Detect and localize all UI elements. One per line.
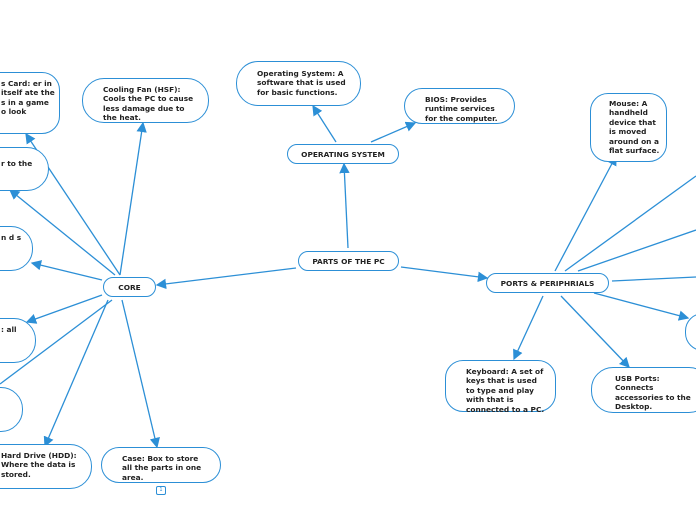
- node-text: Mouse: A handheld device that is moved a…: [609, 99, 660, 156]
- node-case[interactable]: Case: Box to store all the parts in one …: [101, 447, 221, 483]
- topic-label: OPERATING SYSTEM: [301, 149, 385, 159]
- node-usb-ports[interactable]: USB Ports: Connects accessories to the D…: [591, 367, 696, 413]
- page-indicator[interactable]: 1: [156, 486, 166, 495]
- node-text: USB Ports: Connects accessories to the D…: [615, 374, 691, 412]
- node-bios[interactable]: BIOS: Provides runtime services for the …: [404, 88, 515, 124]
- node-operating-system[interactable]: Operating System: A software that is use…: [236, 61, 361, 106]
- node-text: Cooling Fan (HSF): Cools the PC to cause…: [103, 85, 194, 123]
- node-text: s Card: er in itself ate the s in a game…: [1, 79, 55, 117]
- node-text: : all: [1, 325, 17, 334]
- node-text: n d s: [1, 233, 22, 242]
- node-text: Keyboard: A set of keys that is used to …: [466, 367, 545, 414]
- node-graphics-card[interactable]: s Card: er in itself ate the s in a game…: [0, 72, 60, 134]
- central-topic[interactable]: PARTS OF THE PC: [298, 251, 399, 271]
- node-cooling-fan[interactable]: Cooling Fan (HSF): Cools the PC to cause…: [82, 78, 209, 123]
- central-topic-label: PARTS OF THE PC: [312, 256, 385, 266]
- node-core-4[interactable]: : all: [0, 318, 36, 363]
- node-hard-drive[interactable]: Hard Drive (HDD): Where the data is stor…: [0, 444, 92, 489]
- node-core-3[interactable]: n d s: [0, 226, 33, 271]
- node-core-2[interactable]: r to the: [0, 147, 49, 191]
- topic-ports-peripherals[interactable]: PORTS & PERIPHRIALS: [486, 273, 609, 293]
- node-text: Hard Drive (HDD): Where the data is stor…: [1, 451, 77, 479]
- topic-operating-system[interactable]: OPERATING SYSTEM: [287, 144, 399, 164]
- topic-core[interactable]: CORE: [103, 277, 156, 297]
- node-keyboard[interactable]: Keyboard: A set of keys that is used to …: [445, 360, 556, 414]
- node-text: Case: Box to store all the parts in one …: [122, 454, 202, 482]
- topic-label: PORTS & PERIPHRIALS: [500, 278, 595, 288]
- node-text: r to the: [1, 159, 33, 168]
- node-text: BIOS: Provides runtime services for the …: [425, 95, 498, 123]
- topic-label: CORE: [118, 282, 141, 292]
- node-mouse[interactable]: Mouse: A handheld device that is moved a…: [590, 93, 667, 162]
- node-text: Operating System: A software that is use…: [257, 69, 346, 97]
